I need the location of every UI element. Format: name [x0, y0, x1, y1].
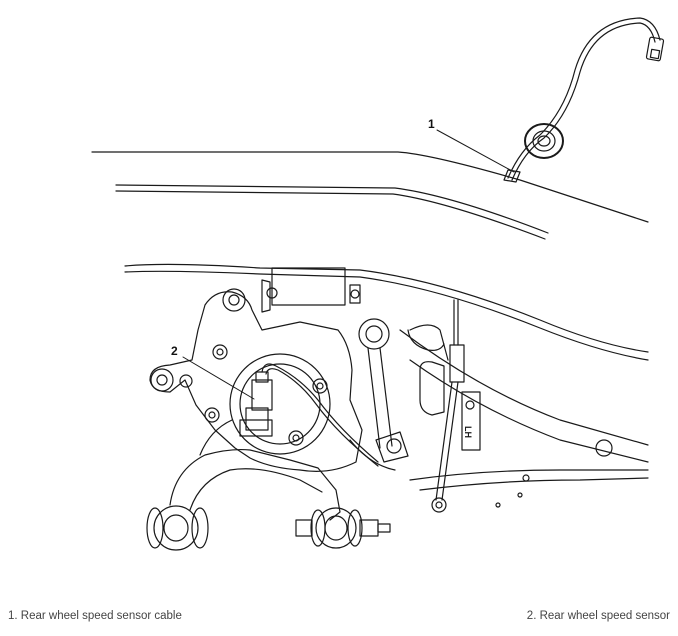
frame-rails — [399, 329, 649, 508]
leader-line-2 — [182, 356, 255, 400]
lower-arm — [146, 419, 391, 551]
speed-sensor-cable-upper — [503, 17, 665, 183]
exploded-diagram: LH 1 2 — [91, 17, 665, 551]
callout-number-1: 1 — [428, 117, 435, 131]
lh-marking: LH — [463, 426, 473, 438]
cable-and-bracket: LH — [419, 299, 481, 513]
leader-line-1 — [436, 129, 515, 173]
suspension-illustration: LH — [91, 17, 665, 551]
caption-sensor-cable: 1. Rear wheel speed sensor cable — [8, 610, 182, 622]
upper-link — [349, 318, 449, 471]
wheel-speed-sensor — [239, 363, 379, 467]
rear-knuckle — [149, 267, 363, 472]
callout-number-2: 2 — [171, 344, 178, 358]
body-panel — [91, 151, 649, 361]
caption-speed-sensor: 2. Rear wheel speed sensor — [526, 610, 670, 622]
